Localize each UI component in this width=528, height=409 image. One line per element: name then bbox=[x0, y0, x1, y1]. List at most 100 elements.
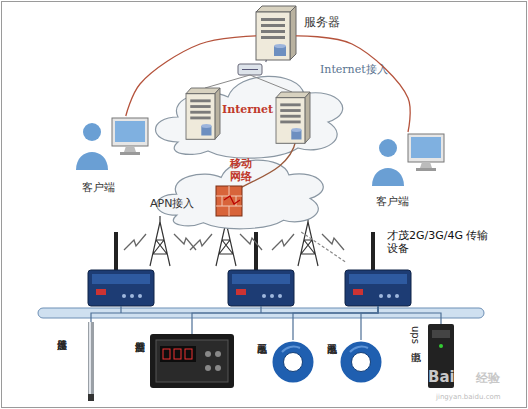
access-label: APN接入 bbox=[150, 198, 194, 211]
signal-bolt bbox=[272, 234, 294, 250]
network-server bbox=[276, 92, 310, 98]
bus-wire bbox=[293, 306, 378, 340]
firewall-icon bbox=[216, 186, 242, 216]
network-server bbox=[280, 115, 300, 118]
temperature-sensor-shape bbox=[88, 322, 94, 394]
internal-wire bbox=[205, 75, 292, 92]
mobile-network-cloud: 移动网络 bbox=[150, 148, 328, 232]
transmission-device bbox=[278, 294, 282, 298]
transmission-device bbox=[262, 294, 266, 298]
transmission-device bbox=[228, 270, 294, 306]
node-label: ups电源 bbox=[410, 326, 420, 344]
temperature-controller-shape bbox=[160, 346, 196, 362]
signal-bolt bbox=[190, 234, 212, 250]
temperature-controller-shape bbox=[174, 349, 181, 359]
node-label: 服务器 bbox=[304, 16, 354, 30]
server-icon-shape bbox=[290, 6, 296, 60]
temperature-controller-shape bbox=[156, 340, 228, 382]
server-icon-shape bbox=[261, 24, 285, 27]
signal-bolt bbox=[240, 234, 262, 250]
antenna-tower bbox=[150, 216, 170, 266]
network-server bbox=[186, 94, 215, 140]
temperature-controller-shape bbox=[163, 349, 170, 359]
temperature-controller-shape bbox=[205, 351, 211, 357]
temperature-sensor: 温度传感器 bbox=[74, 322, 108, 402]
node-label: 客户端 bbox=[376, 196, 432, 209]
transmission-device bbox=[236, 289, 246, 295]
bus-wire bbox=[378, 306, 441, 324]
client-station-shape bbox=[408, 134, 444, 162]
client-station-shape bbox=[115, 121, 145, 142]
client-station-shape bbox=[416, 168, 436, 171]
antenna-tower bbox=[150, 222, 170, 266]
watermark: 经验 bbox=[476, 372, 500, 386]
transmission-device bbox=[130, 294, 134, 298]
signal-bolt bbox=[124, 234, 146, 250]
node-label: 客户端 bbox=[82, 182, 138, 195]
edge-label: Internet接入 bbox=[320, 64, 388, 77]
temperature-sensor-shape bbox=[89, 322, 91, 394]
watermark: Bai bbox=[428, 369, 455, 386]
ups-power-shape bbox=[439, 344, 443, 348]
transmission-device bbox=[254, 232, 258, 272]
network-server bbox=[186, 88, 220, 139]
client-station-shape bbox=[83, 123, 101, 141]
voltage-transformer: 电压互感器 bbox=[272, 340, 314, 384]
network-server bbox=[190, 105, 210, 108]
current-transformer-shape bbox=[352, 353, 371, 372]
signal-bolt bbox=[322, 234, 344, 250]
internal-wire bbox=[240, 140, 296, 188]
bus-wire bbox=[120, 306, 121, 313]
bus-wire bbox=[260, 306, 261, 313]
voltage-transformer-shape bbox=[272, 340, 314, 384]
transmission-device: 才茂2G/3G/4G 传输设备 bbox=[345, 262, 411, 306]
firewall-icon bbox=[224, 196, 240, 204]
network-server bbox=[276, 98, 305, 144]
client-station-shape bbox=[124, 146, 136, 152]
server-icon-shape bbox=[261, 18, 285, 21]
transmission-device-shape bbox=[349, 274, 407, 284]
server-icon-shape bbox=[274, 44, 286, 48]
client-station-shape bbox=[76, 152, 108, 170]
router-icon bbox=[242, 69, 258, 70]
server-icon-shape bbox=[256, 6, 296, 12]
transmission-device bbox=[114, 232, 118, 272]
temperature-controller-shape bbox=[150, 334, 234, 388]
network-server bbox=[280, 121, 300, 124]
temperature-controller-shape bbox=[150, 334, 234, 388]
voltage-transformer-shape bbox=[284, 353, 303, 372]
transmission-device bbox=[232, 274, 290, 284]
network-server bbox=[201, 126, 211, 136]
server-icon: 服务器 bbox=[256, 6, 296, 60]
temperature-controller-shape bbox=[185, 349, 192, 359]
router-icon bbox=[238, 64, 262, 75]
client-station-shape bbox=[120, 152, 140, 155]
client-station-shape bbox=[72, 116, 152, 178]
network-server bbox=[215, 88, 220, 139]
client-station-shape bbox=[379, 139, 397, 157]
temperature-sensor-shape bbox=[88, 394, 94, 401]
internet-cloud-shape bbox=[156, 76, 343, 158]
watermark: jingyan.baidu.com bbox=[436, 393, 501, 401]
client-station-shape bbox=[112, 118, 148, 146]
signal-bolt bbox=[272, 234, 344, 250]
ups-power-shape bbox=[432, 330, 450, 338]
network-server bbox=[291, 130, 301, 140]
wireless-link bbox=[301, 232, 345, 262]
antenna-tower bbox=[298, 222, 318, 266]
internet-link bbox=[296, 36, 410, 132]
temperature-sensor-shape bbox=[74, 322, 108, 402]
client-station-shape bbox=[372, 168, 404, 186]
transmission-device-shape bbox=[371, 232, 375, 272]
network-server bbox=[201, 124, 211, 128]
client-station-shape bbox=[411, 137, 441, 158]
current-transformer: 电流互感器 bbox=[340, 340, 382, 384]
transmission-device bbox=[96, 289, 106, 295]
node-label: Internet bbox=[222, 104, 282, 117]
bus-wire bbox=[91, 306, 378, 322]
transmission-device bbox=[92, 274, 150, 284]
uplink-line bbox=[265, 60, 267, 62]
node-label: 才茂2G/3G/4G 传输设备 bbox=[387, 230, 499, 255]
